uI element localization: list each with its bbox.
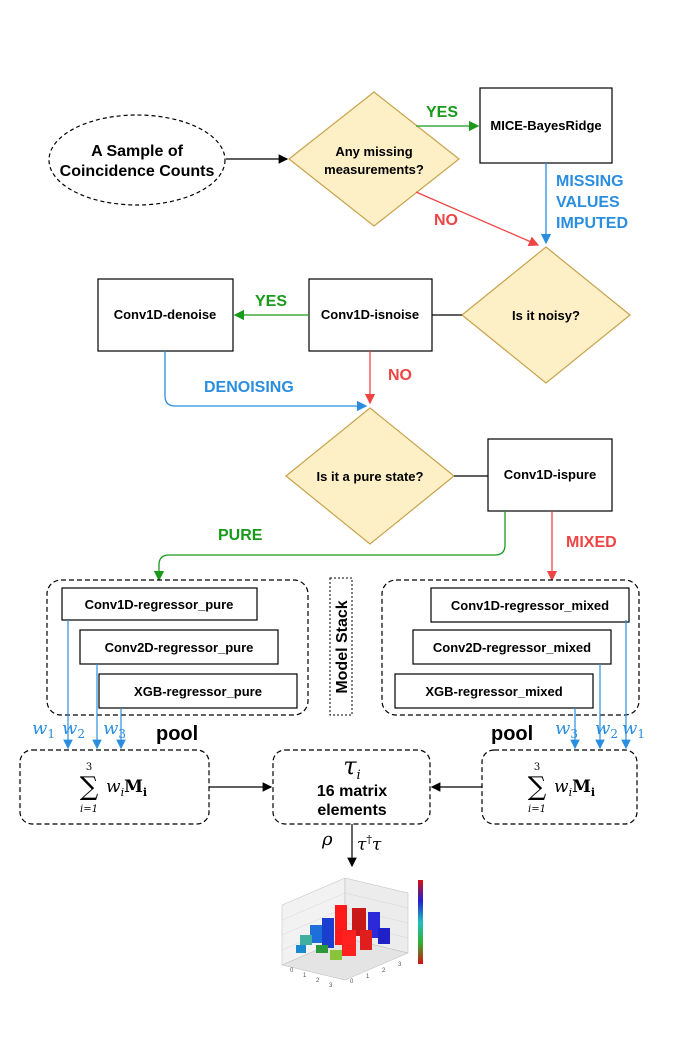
arrow-no-noisy	[415, 191, 540, 247]
arrow-pure	[153, 511, 506, 582]
sample-text-2: Coincidence Counts	[60, 163, 215, 180]
svg-text:wiMi: wiMi	[106, 777, 147, 799]
sample-text-1: A Sample of	[91, 143, 184, 160]
sum-formula-right: 3 ∑ i=1 wiMi	[528, 762, 595, 815]
tau-i: τi	[343, 752, 360, 783]
isnoise-box	[308, 278, 433, 352]
reg-mixed-3-box	[394, 673, 594, 709]
svg-text:i=1: i=1	[528, 804, 546, 815]
noisy-diamond	[461, 246, 631, 384]
reg-mixed-3-text: XGB-regressor_mixed	[425, 684, 562, 699]
svg-text:0: 0	[290, 968, 294, 974]
svg-text:i=1: i=1	[80, 804, 98, 815]
svg-text:2: 2	[316, 978, 320, 984]
svg-text:3: 3	[398, 962, 402, 968]
pool-left: pool	[156, 723, 198, 745]
matrix-text-2: elements	[317, 802, 386, 819]
w2-left: w2	[62, 718, 85, 741]
isnoise-text: Conv1D-isnoise	[321, 307, 419, 322]
svg-text:2: 2	[382, 968, 386, 974]
reg-mixed-1-text: Conv1D-regressor_mixed	[451, 598, 609, 613]
label-pure: PURE	[218, 527, 263, 544]
svg-text:∑: ∑	[80, 772, 99, 802]
arrow-denoise-pure	[164, 351, 368, 412]
svg-text:3: 3	[86, 762, 92, 773]
pure-diamond	[285, 407, 455, 545]
label-mixed: MIXED	[566, 534, 617, 551]
mice-box	[479, 87, 613, 164]
ispure-box	[487, 438, 613, 512]
svg-text:3: 3	[534, 762, 540, 773]
w3-left: w3	[103, 718, 126, 741]
sum-formula-left: 3 ∑ i=1 wiMi	[80, 762, 147, 815]
noisy-q: Is it noisy?	[512, 308, 580, 323]
label-no-1: NO	[434, 212, 458, 229]
reg-pure-1-text: Conv1D-regressor_pure	[85, 597, 234, 612]
reg-pure-3-box	[98, 673, 298, 709]
reg-pure-1-box	[61, 587, 258, 621]
label-missing-1: MISSING	[556, 173, 624, 190]
rho: ρ	[321, 829, 333, 850]
mice-text: MICE-BayesRidge	[490, 118, 601, 133]
w1-right: w1	[622, 718, 645, 741]
density-matrix-plot: 0 1 2 3 0 1 2 3	[281, 877, 423, 989]
svg-text:1: 1	[303, 973, 307, 979]
denoise-text: Conv1D-denoise	[114, 307, 217, 322]
pure-q: Is it a pure state?	[317, 469, 424, 484]
matrix-box	[272, 749, 431, 825]
svg-text:wiMi: wiMi	[554, 777, 595, 799]
svg-text:3: 3	[329, 983, 333, 989]
model-stack-text: Model Stack	[334, 600, 351, 693]
denoise-box	[97, 278, 234, 352]
label-denoising: DENOISING	[204, 379, 294, 396]
label-missing-2: VALUES	[556, 194, 620, 211]
label-missing-3: IMPUTED	[556, 215, 628, 232]
missing-q-1: Any missing	[335, 144, 412, 159]
svg-text:1: 1	[366, 974, 370, 980]
missing-q-2: measurements?	[324, 162, 424, 177]
w1-left: w1	[32, 718, 55, 741]
ispure-text: Conv1D-ispure	[504, 467, 596, 482]
reg-mixed-2-box	[412, 629, 612, 665]
label-yes-2: YES	[255, 293, 287, 310]
pool-right: pool	[491, 723, 533, 745]
reg-pure-2-box	[79, 629, 279, 665]
w3-right: w3	[555, 718, 578, 741]
label-yes-1: YES	[426, 104, 458, 121]
reg-mixed-2-text: Conv2D-regressor_mixed	[433, 640, 591, 655]
model-stack-box	[329, 577, 353, 716]
label-no-2: NO	[388, 367, 412, 384]
matrix-text-1: 16 matrix	[317, 783, 387, 800]
w2-right: w2	[595, 718, 618, 741]
reg-mixed-1-box	[430, 587, 630, 623]
tau-dagger-tau: τ†τ	[357, 833, 382, 855]
reg-pure-2-text: Conv2D-regressor_pure	[105, 640, 254, 655]
reg-pure-3-text: XGB-regressor_pure	[134, 684, 262, 699]
svg-text:∑: ∑	[528, 772, 547, 802]
sample-ellipse	[48, 114, 226, 206]
svg-text:0: 0	[350, 979, 354, 985]
